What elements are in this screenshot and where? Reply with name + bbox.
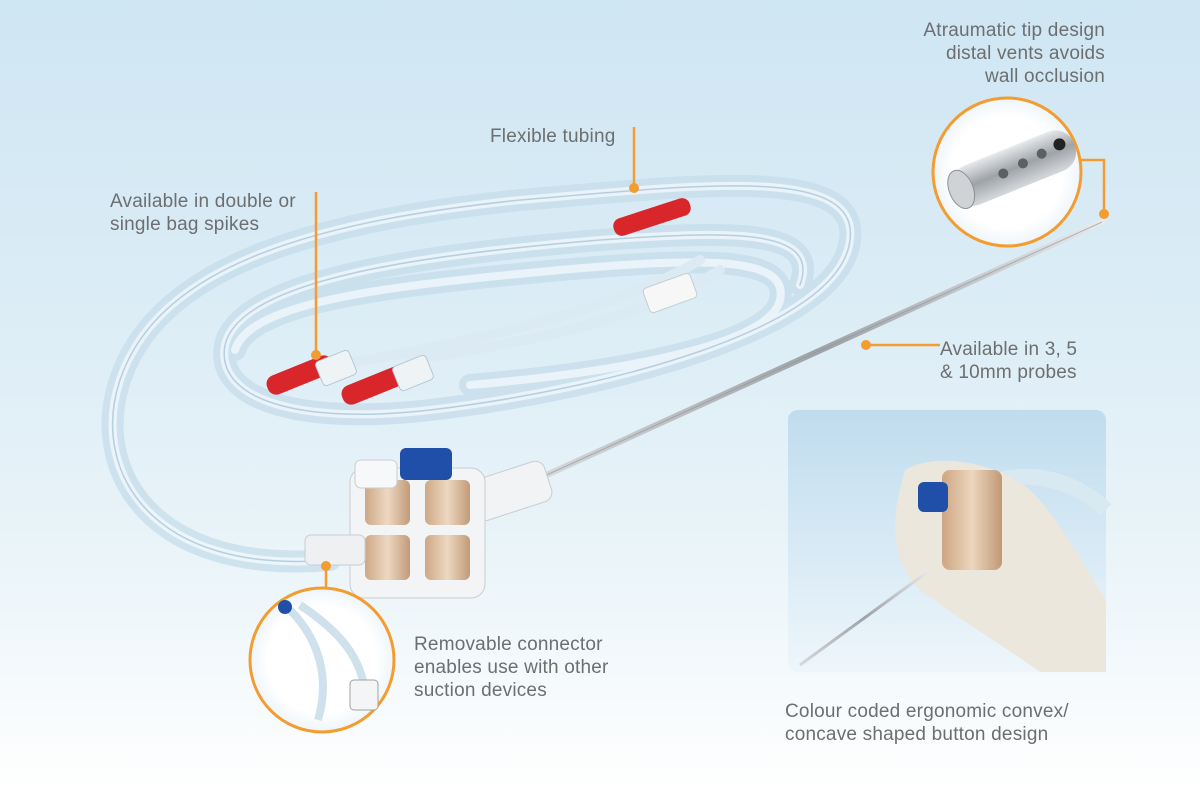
connector-label: Removable connector enables use with oth… <box>414 634 609 701</box>
bag-spikes-label: Available in double or single bag spikes <box>110 191 296 235</box>
probe-sizes-label: Available in 3, 5 & 10mm probes <box>940 339 1078 383</box>
bag-spikes <box>266 198 698 405</box>
connector-magnifier <box>248 586 396 734</box>
tip-design-label: Atraumatic tip design distal vents avoid… <box>923 20 1105 87</box>
handpiece <box>304 448 553 599</box>
flexible-tubing-label: Flexible tubing <box>490 126 616 147</box>
button-design-label: Colour coded ergonomic convex/ concave s… <box>785 701 1069 745</box>
probe <box>537 219 1105 481</box>
tip-magnifier <box>931 96 1083 248</box>
tubing-coil <box>101 174 862 573</box>
hand-inset <box>788 410 1112 672</box>
callout-dots <box>311 183 1109 571</box>
